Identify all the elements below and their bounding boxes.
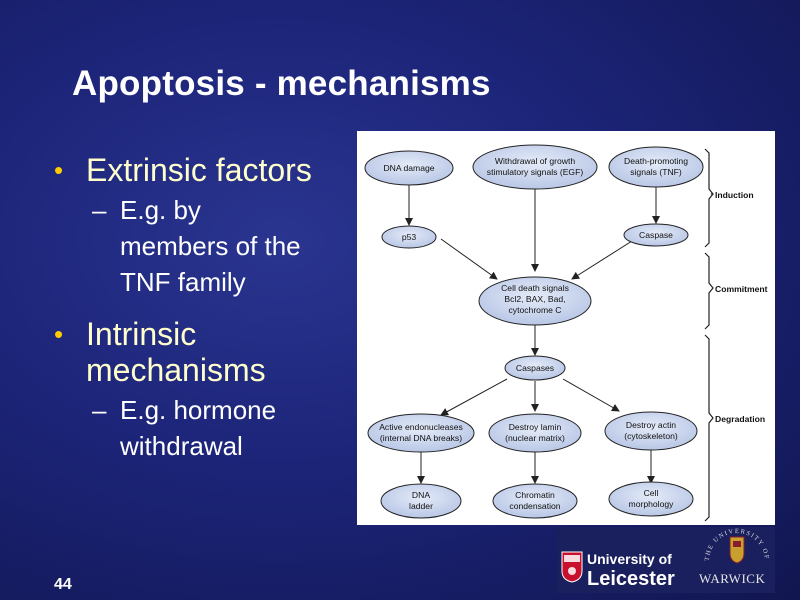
node-caspase: Caspase (623, 223, 689, 247)
node-label: (cytoskeleton) (624, 431, 678, 441)
node-dna-ladder: DNA ladder (380, 483, 462, 519)
stage-labels: Induction Commitment Degradation (715, 190, 768, 424)
dash-icon: – (92, 395, 107, 425)
slide-title: Apoptosis - mechanisms (72, 64, 491, 103)
warwick-crest-icon: THE UNIVERSITY OF (704, 528, 769, 564)
sub-bullet-line: E.g. by (120, 195, 201, 225)
node-label: cytochrome C (508, 305, 561, 315)
node-label: (nuclear matrix) (505, 433, 565, 443)
bullet-intrinsic: • Intrinsic mechanisms (54, 316, 354, 388)
node-cell-death-signals: Cell death signals Bcl2, BAX, Bad, cytoc… (478, 276, 592, 326)
diagram-svg: DNA damage Withdrawal of growth stimulat… (364, 144, 768, 522)
node-p53: p53 (381, 225, 437, 249)
node-label: Destroy actin (626, 420, 676, 430)
arrows (405, 185, 660, 484)
node-label: Bcl2, BAX, Bad, (504, 294, 565, 304)
leicester-shield-icon (561, 551, 583, 583)
bullet-text: Extrinsic factors (86, 152, 312, 188)
node-label: Cell death signals (501, 283, 569, 293)
stage-degradation-label: Degradation (715, 414, 765, 424)
node-caspases: Caspases (504, 355, 566, 381)
university-logos: University of Leicester THE UNIVERSITY O… (557, 527, 775, 593)
node-death-promoting: Death-promoting signals (TNF) (608, 146, 704, 188)
node-label: p53 (402, 232, 417, 242)
sub-bullet-extrinsic: – E.g. by members of the TNF family (54, 192, 354, 300)
leicester-line2: Leicester (587, 568, 675, 590)
node-label: signals (TNF) (630, 167, 682, 177)
stage-commitment-label: Commitment (715, 284, 768, 294)
node-label: Caspases (516, 363, 554, 373)
stage-induction-label: Induction (715, 190, 754, 200)
node-label: stimulatory signals (EGF) (487, 167, 584, 177)
dash-icon: – (92, 195, 107, 225)
stage-brackets (704, 148, 714, 522)
sub-bullet-line: withdrawal (120, 431, 243, 461)
bullet-list: • Extrinsic factors – E.g. by members of… (54, 152, 354, 464)
sub-bullet-line: TNF family (120, 267, 246, 297)
node-label: ladder (409, 501, 433, 511)
apoptosis-diagram: DNA damage Withdrawal of growth stimulat… (357, 131, 775, 525)
node-label: DNA (412, 490, 430, 500)
sub-bullet-intrinsic: – E.g. hormone withdrawal (54, 392, 354, 464)
node-destroy-lamin: Destroy lamin (nuclear matrix) (488, 413, 582, 453)
node-label: Death-promoting (624, 156, 688, 166)
node-label: Chromatin (515, 490, 555, 500)
leicester-line1: University of (587, 551, 672, 567)
bullet-text: Intrinsic (86, 316, 197, 352)
node-label: morphology (629, 499, 675, 509)
node-label: DNA damage (383, 163, 434, 173)
warwick-wordmark: WARWICK (699, 571, 766, 586)
node-label: Cell (644, 488, 659, 498)
node-withdrawal: Withdrawal of growth stimulatory signals… (472, 144, 598, 190)
node-label: Destroy lamin (509, 422, 562, 432)
bullet-dot-icon: • (54, 319, 64, 349)
node-destroy-actin: Destroy actin (cytoskeleton) (604, 411, 698, 451)
bullet-dot-icon: • (54, 155, 64, 185)
sub-bullet-line: E.g. hormone (120, 395, 277, 425)
node-label: Withdrawal of growth (495, 156, 575, 166)
page-number: 44 (54, 576, 72, 593)
node-cell-morphology: Cell morphology (608, 481, 694, 517)
node-endonucleases: Active endonucleases (internal DNA break… (367, 413, 475, 453)
bullet-extrinsic: • Extrinsic factors (54, 152, 354, 188)
bullet-text: mechanisms (86, 352, 266, 388)
node-label: condensation (509, 501, 560, 511)
sub-bullet-line: members of the (120, 231, 301, 261)
node-chromatin: Chromatin condensation (492, 483, 578, 519)
node-label: (internal DNA breaks) (380, 433, 462, 443)
node-label: Caspase (639, 230, 673, 240)
node-dna-damage: DNA damage (364, 150, 454, 186)
node-label: Active endonucleases (379, 422, 463, 432)
